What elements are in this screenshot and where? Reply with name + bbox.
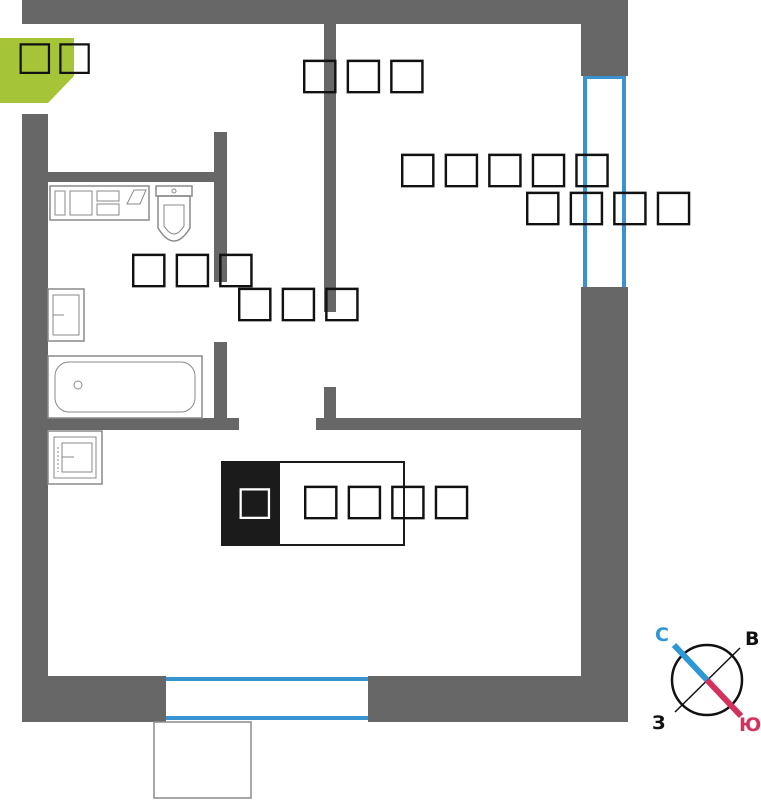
wall-door-stub xyxy=(324,387,336,422)
wall-right-upper xyxy=(581,0,628,76)
room-label-bathroom: □□□ xyxy=(128,242,259,293)
window-right-line-b xyxy=(622,76,626,287)
wall-middle-right xyxy=(316,418,584,430)
wall-partition-vertical xyxy=(324,22,336,312)
wall-bottom-right xyxy=(368,676,628,722)
window-right-line-a xyxy=(583,76,587,287)
wall-bath-right-upper xyxy=(214,132,227,282)
counter-icon xyxy=(49,185,150,221)
window-right xyxy=(581,76,628,287)
corner-tag-shape xyxy=(0,38,74,103)
room-label-main: □□□□□ xyxy=(397,142,615,193)
area-badge xyxy=(221,461,405,546)
wall-right-lower xyxy=(581,287,628,722)
toilet-tank-icon xyxy=(155,185,193,197)
room-label-window-side: □□□□ xyxy=(522,180,697,231)
compass-south-needle xyxy=(704,677,744,719)
bathroom-fixtures xyxy=(47,185,203,419)
window-bottom xyxy=(166,676,368,722)
compass-icon xyxy=(670,642,744,719)
kitchen-sink-icon xyxy=(47,430,103,485)
wall-bath-right-lower xyxy=(214,342,227,428)
compass-north-label: С xyxy=(655,624,669,646)
corner-tag-label: □□ xyxy=(16,33,96,79)
area-badge-letter-box xyxy=(222,462,280,545)
wall-left xyxy=(22,114,48,722)
wall-bath-top xyxy=(46,172,226,182)
balcony-outline xyxy=(153,721,252,799)
bathtub-icon xyxy=(47,355,203,419)
compass-north-needle xyxy=(671,642,710,683)
small-sink-icon xyxy=(47,288,85,342)
toilet-icon xyxy=(157,195,191,242)
wall-top xyxy=(22,0,628,24)
compass-west-label: З xyxy=(652,712,666,734)
area-badge-letter: □ xyxy=(236,478,276,524)
compass-circle xyxy=(670,643,744,717)
compass-east-label: В xyxy=(745,628,760,650)
window-bottom-line-b xyxy=(166,716,368,720)
compass-south-label: Ю xyxy=(739,714,761,736)
room-label-hallway: □□□ xyxy=(299,48,430,99)
walls xyxy=(22,0,628,722)
wall-bottom-left xyxy=(22,676,166,722)
window-bottom-line-a xyxy=(166,677,368,681)
wall-middle-left xyxy=(46,418,239,430)
room-label-corridor: □□□ xyxy=(234,276,365,327)
area-badge-value: □□□□ xyxy=(300,474,475,525)
